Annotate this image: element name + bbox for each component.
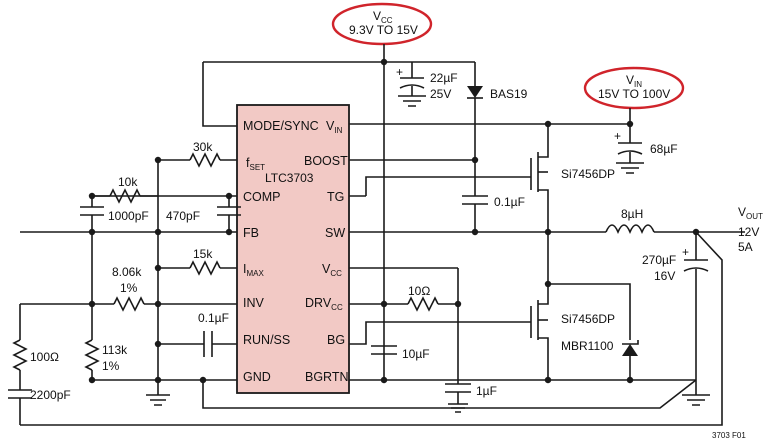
r-inv-bot-tol: 1% xyxy=(102,359,120,373)
pin-bgrtn: BGRTN xyxy=(305,370,349,384)
vin-label: VIN xyxy=(626,73,642,89)
c-comp1-label: 1000pF xyxy=(108,209,149,223)
pin-gnd: GND xyxy=(243,370,271,384)
pin-vin: VIN xyxy=(326,119,343,135)
pin-vcc: VCC xyxy=(322,262,342,278)
pin-boost: BOOST xyxy=(304,154,348,168)
r-imax-label: 15k xyxy=(193,247,213,261)
c-drvcc-label: 1µF xyxy=(476,384,497,398)
pin-drvcc: DRVCC xyxy=(305,296,343,312)
vcc-highlight-oval xyxy=(331,2,433,46)
vout-current: 5A xyxy=(738,240,753,254)
c-out-voltage: 16V xyxy=(654,269,675,283)
pin-bg: BG xyxy=(327,333,345,347)
d-schottky-label: MBR1100 xyxy=(561,339,614,353)
plus-sign: + xyxy=(396,65,403,79)
r-drvcc-label: 10Ω xyxy=(408,284,430,298)
c-comp2-label: 470pF xyxy=(166,209,200,223)
pin-comp: COMP xyxy=(243,190,281,204)
c-vin-label: 68µF xyxy=(650,142,678,156)
d-boost-label: BAS19 xyxy=(490,87,528,101)
q-bottom-label: Si7456DP xyxy=(561,312,615,326)
plus-sign: + xyxy=(614,129,621,143)
c-vcc2-label: 10µF xyxy=(402,347,430,361)
pin-fb: FB xyxy=(243,226,259,240)
c-vcc-voltage: 25V xyxy=(430,87,451,101)
q-top-label: Si7456DP xyxy=(561,167,615,181)
pin-mode-sync: MODE/SYNC xyxy=(243,119,319,133)
c-snub-label: 2200pF xyxy=(30,388,71,402)
pin-run-ss: RUN/SS xyxy=(243,333,290,347)
r-fset-label: 30k xyxy=(193,140,213,154)
pin-tg: TG xyxy=(327,190,344,204)
r-snub-label: 100Ω xyxy=(30,350,59,364)
plus-sign: + xyxy=(682,245,689,259)
vout-label: VOUT xyxy=(738,205,763,221)
figure-id: 3703 F01 xyxy=(712,431,746,440)
c-runss-label: 0.1µF xyxy=(198,311,229,325)
vcc-label: VCC xyxy=(373,9,393,25)
vin-highlight-oval xyxy=(583,66,685,110)
vcc-range: 9.3V TO 15V xyxy=(349,23,418,37)
r-inv-top-tol: 1% xyxy=(120,281,138,295)
c-boost-label: 0.1µF xyxy=(494,195,525,209)
ic-name: LTC3703 xyxy=(265,171,314,185)
vin-range: 15V TO 100V xyxy=(598,87,670,101)
vout-voltage: 12V xyxy=(738,225,759,239)
r-inv-top-value: 8.06k xyxy=(112,265,142,279)
r-inv-bot-value: 113k xyxy=(102,343,128,357)
r-comp-label: 10k xyxy=(118,175,138,189)
pin-inv: INV xyxy=(243,296,265,310)
inductor-label: 8µH xyxy=(621,207,643,221)
pin-fset: fSET xyxy=(246,156,265,172)
ic-body xyxy=(236,104,350,394)
pin-sw: SW xyxy=(325,226,345,240)
c-out-value: 270µF xyxy=(642,253,676,267)
c-vcc-value: 22µF xyxy=(430,71,458,85)
pin-imax: IMAX xyxy=(243,262,264,278)
